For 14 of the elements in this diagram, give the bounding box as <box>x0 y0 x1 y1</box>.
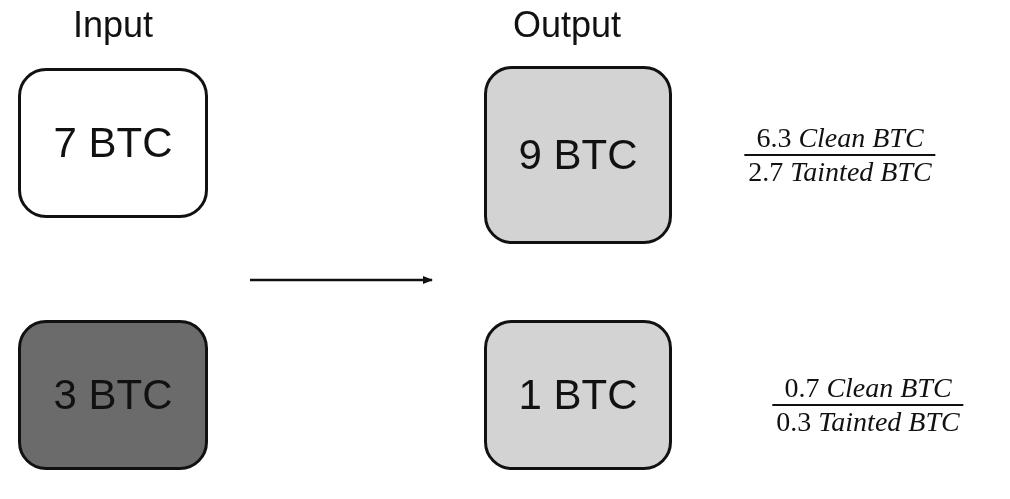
amount-text: 9 BTC <box>518 131 638 179</box>
amount-text: 1 BTC <box>518 371 638 419</box>
fraction-numerator: 0.7 Clean BTC <box>783 372 953 404</box>
amount-text: 7 BTC <box>53 119 173 167</box>
value-box <box>484 320 672 470</box>
column-heading: Input <box>72 4 154 46</box>
amount-text: 3 BTC <box>53 371 173 419</box>
fraction-denominator: 0.3 Tainted BTC <box>775 406 961 438</box>
value-box <box>18 320 208 470</box>
value-box <box>18 68 208 218</box>
fraction-denominator: 2.7 Tainted BTC <box>747 156 933 188</box>
fraction-numerator: 6.3 Clean BTC <box>755 122 925 154</box>
value-box <box>484 66 672 244</box>
column-heading: Output <box>512 4 622 46</box>
